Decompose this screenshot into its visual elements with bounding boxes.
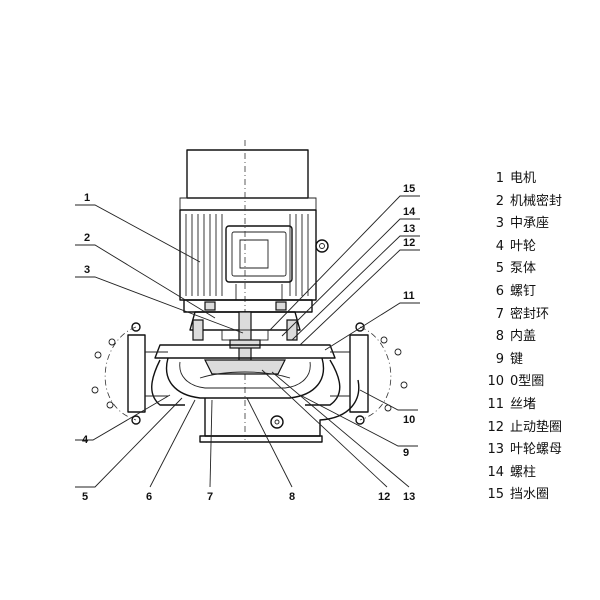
callout-numbers: 1 2 3 4 5 6 7 8 15 14 13 12 11 10 9 12 1… bbox=[82, 183, 416, 503]
callout-11: 11 bbox=[403, 290, 415, 302]
callout-13: 13 bbox=[403, 223, 415, 235]
callout-1: 1 bbox=[84, 192, 90, 204]
motor-drawing bbox=[179, 140, 329, 440]
callout-3: 3 bbox=[84, 264, 90, 276]
callout-7: 7 bbox=[207, 491, 213, 503]
callout-6: 6 bbox=[146, 491, 152, 503]
callout-2: 2 bbox=[84, 232, 90, 244]
callout-12-bottom: 12 bbox=[378, 491, 390, 503]
callout-8: 8 bbox=[289, 491, 295, 503]
callout-4: 4 bbox=[82, 434, 89, 446]
callout-10: 10 bbox=[403, 414, 415, 426]
callout-14: 14 bbox=[403, 206, 416, 218]
callout-13-bottom: 13 bbox=[403, 491, 415, 503]
callout-12: 12 bbox=[403, 237, 415, 249]
pump-body-drawing bbox=[91, 311, 408, 443]
callout-5: 5 bbox=[82, 491, 88, 503]
callout-15: 15 bbox=[403, 183, 415, 195]
callout-lines bbox=[75, 195, 420, 488]
callout-9: 9 bbox=[403, 447, 409, 459]
